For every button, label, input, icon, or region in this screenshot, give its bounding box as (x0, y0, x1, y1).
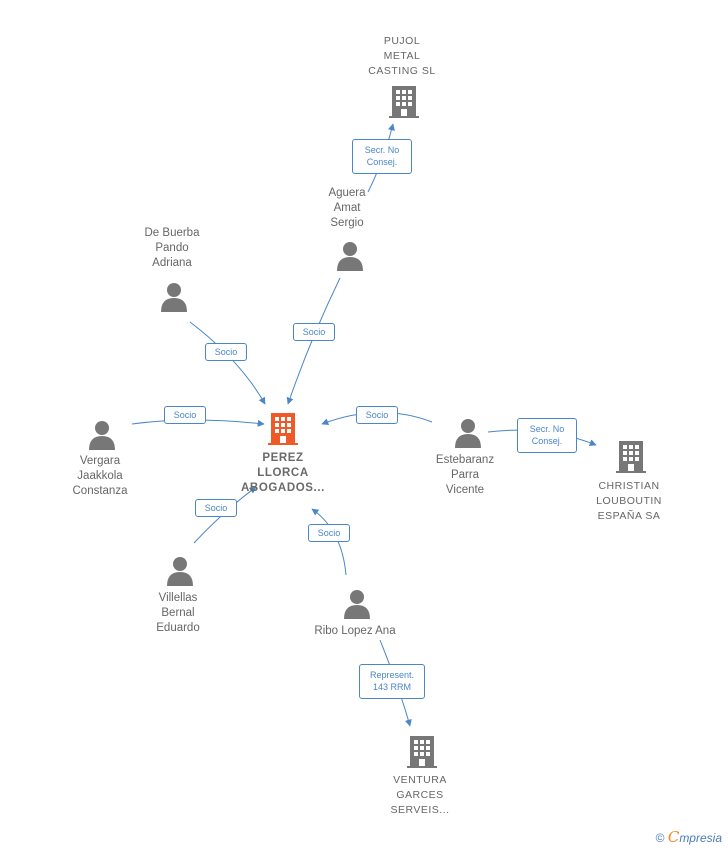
node-label-estebaranz[interactable]: Estebaranz Parra Vicente (435, 454, 495, 496)
edge-label-estebaranz-main: Socio (356, 406, 398, 424)
building-icon (389, 86, 419, 118)
node-label-pujol[interactable]: PUJOL METAL CASTING SL (368, 35, 436, 77)
brand-name: mpresia (679, 831, 722, 845)
node-label-vergara[interactable]: Vergara Jaakkola Constanza (72, 455, 128, 497)
node-label-debuerba[interactable]: De Buerba Pando Adriana (144, 227, 200, 269)
node-label-ribo[interactable]: Ribo Lopez Ana (314, 625, 396, 637)
node-label-aguera[interactable]: Aguera Amat Sergio (328, 187, 366, 229)
edge-label-ribo-main: Socio (308, 524, 350, 542)
node-label-villellas[interactable]: Villellas Bernal Eduardo (156, 592, 200, 634)
person-icon (89, 421, 115, 450)
edge-label-vergara-main: Socio (164, 406, 206, 424)
building-icon (616, 441, 646, 473)
copyright-symbol: © (655, 831, 665, 845)
brand-footer: © Cmpresia (656, 828, 722, 846)
edge-label-ribo-ventura: Represent. 143 RRM (359, 664, 425, 699)
edge-label-aguera-main: Socio (293, 323, 335, 341)
person-icon (455, 419, 481, 448)
person-icon (344, 590, 370, 619)
edge-ribo-main (311, 508, 347, 576)
person-icon (337, 242, 363, 271)
edge-debuerba-main (189, 321, 266, 405)
person-icon (161, 283, 187, 312)
building-icon (407, 736, 437, 768)
edge-label-villellas-main: Socio (195, 499, 237, 517)
node-label-main[interactable]: PEREZ LLORCA ABOGADOS... (241, 452, 325, 494)
person-icon (167, 557, 193, 586)
node-label-ventura[interactable]: VENTURA GARCES SERVEIS... (390, 774, 450, 816)
edge-label-aguera-pujol: Secr. No Consej. (352, 139, 412, 174)
node-label-christian[interactable]: CHRISTIAN LOUBOUTIN ESPAÑA SA (596, 480, 662, 522)
edge-aguera-main (286, 277, 341, 405)
edge-label-debuerba-main: Socio (205, 343, 247, 361)
brand-logo-mark: C (667, 828, 680, 846)
edge-label-estebaranz-christian: Secr. No Consej. (517, 418, 577, 453)
main-building-icon (268, 413, 298, 445)
